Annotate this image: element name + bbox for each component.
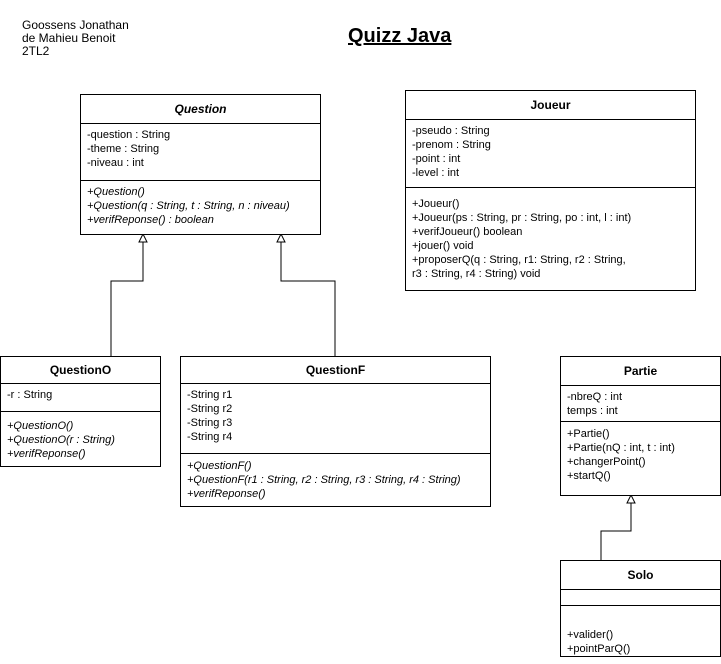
arrowhead-solo xyxy=(626,493,636,504)
methods-section: +Joueur() +Joueur(ps : String, pr : Stri… xyxy=(406,188,695,285)
attributes-section: -question : String -theme : String -nive… xyxy=(81,124,320,181)
method: +Joueur(ps : String, pr : String, po : i… xyxy=(412,212,632,224)
attribute: -String r3 xyxy=(187,417,233,429)
attribute: -niveau : int xyxy=(87,157,144,169)
attributes-section: -nbreQ : int temps : int xyxy=(561,386,720,422)
methods-section: +Partie() +Partie(nQ : int, t : int) +ch… xyxy=(561,422,720,487)
attribute: -point : int xyxy=(412,153,461,165)
method: +verifReponse() : boolean xyxy=(87,214,214,226)
attributes-section: -String r1 -String r2 -String r3 -String… xyxy=(181,384,490,454)
attribute: -prenom : String xyxy=(412,139,491,151)
class-name: QuestionF xyxy=(181,357,490,384)
class-solo[interactable]: Solo +valider() +pointParQ() xyxy=(560,560,721,657)
class-questiono[interactable]: QuestionO -r : String +QuestionO() +Ques… xyxy=(0,356,161,467)
methods-section: +QuestionF() +QuestionF(r1 : String, r2 … xyxy=(181,454,490,505)
attribute: -nbreQ : int xyxy=(567,391,623,403)
attribute: -String r1 xyxy=(187,389,233,401)
method: r3 : String, r4 : String) void xyxy=(412,268,541,280)
diagram-title: Quizz Java xyxy=(348,25,452,47)
class-name: Question xyxy=(81,95,320,124)
attribute: -r : String xyxy=(7,389,53,401)
attribute: -String r4 xyxy=(187,431,233,443)
method: +jouer() void xyxy=(412,240,474,252)
method: +QuestionF() xyxy=(187,460,252,472)
methods-section: +QuestionO() +QuestionO(r : String) +ver… xyxy=(1,412,160,465)
class-name: QuestionO xyxy=(1,357,160,384)
link-solo-partie xyxy=(600,503,632,560)
method: +verifReponse() xyxy=(7,448,86,460)
class-name: Joueur xyxy=(406,91,695,120)
arrowhead-questionf xyxy=(276,232,286,243)
class-partie[interactable]: Partie -nbreQ : int temps : int +Partie(… xyxy=(560,356,721,496)
arrowhead-questiono xyxy=(138,232,148,243)
link-questionf-question xyxy=(280,242,336,357)
link-questiono-question xyxy=(110,242,144,357)
attribute: -pseudo : String xyxy=(412,125,490,137)
method: +QuestionO(r : String) xyxy=(7,434,115,446)
class-name: Solo xyxy=(561,561,720,590)
author-line: Goossens Jonathan xyxy=(22,18,129,32)
attribute: -String r2 xyxy=(187,403,233,415)
author-line: de Mahieu Benoit xyxy=(22,31,116,45)
method: +pointParQ() xyxy=(567,643,631,655)
class-name: Partie xyxy=(561,357,720,386)
class-question[interactable]: Question -question : String -theme : Str… xyxy=(80,94,321,235)
attribute: -question : String xyxy=(87,129,171,141)
method: +Question() xyxy=(87,186,145,198)
method: +proposerQ(q : String, r1: String, r2 : … xyxy=(412,254,626,266)
method: +Joueur() xyxy=(412,198,460,210)
methods-section: +valider() +pointParQ() xyxy=(561,606,720,660)
method: +verifReponse() xyxy=(187,488,266,500)
method: +Partie() xyxy=(567,428,610,440)
attributes-section xyxy=(561,590,720,606)
attribute: -theme : String xyxy=(87,143,160,155)
methods-section: +Question() +Question(q : String, t : St… xyxy=(81,181,320,231)
method: +Partie(nQ : int, t : int) xyxy=(567,442,675,454)
attributes-section: -r : String xyxy=(1,384,160,412)
method: +Question(q : String, t : String, n : ni… xyxy=(87,200,290,212)
method: +changerPoint() xyxy=(567,456,646,468)
class-questionf[interactable]: QuestionF -String r1 -String r2 -String … xyxy=(180,356,491,507)
method: +valider() xyxy=(567,629,614,641)
class-label: 2TL2 xyxy=(22,44,50,58)
method: +startQ() xyxy=(567,470,611,482)
attributes-section: -pseudo : String -prenom : String -point… xyxy=(406,120,695,188)
authors-block: Goossens Jonathan de Mahieu Benoit 2TL2 xyxy=(22,19,129,58)
method: +QuestionF(r1 : String, r2 : String, r3 … xyxy=(187,474,461,486)
attribute: temps : int xyxy=(567,405,618,417)
class-joueur[interactable]: Joueur -pseudo : String -prenom : String… xyxy=(405,90,696,291)
method: +verifJoueur() boolean xyxy=(412,226,523,238)
attribute: -level : int xyxy=(412,167,460,179)
method: +QuestionO() xyxy=(7,420,74,432)
